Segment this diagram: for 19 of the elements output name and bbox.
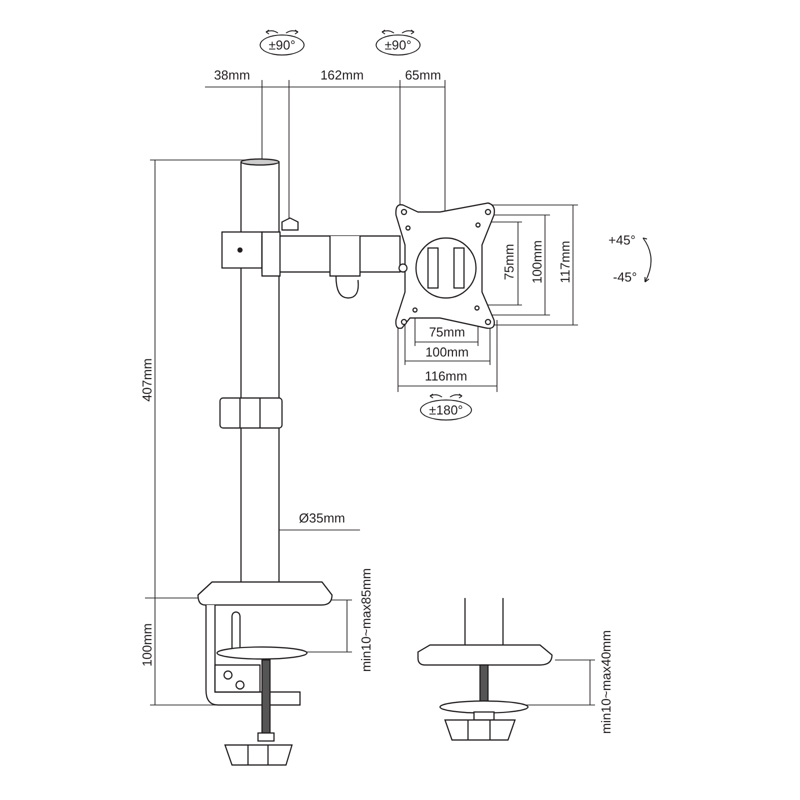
dimension-label: 407mm <box>140 357 154 403</box>
dimension-label: Ø35mm <box>298 512 346 524</box>
rotation-badge: ±180° <box>420 400 472 420</box>
dimension-label: 65mm <box>404 68 442 82</box>
dimension-label: 117mm <box>558 240 572 284</box>
dimension-label: min10~max85mm <box>360 567 372 673</box>
dimension-label: 100mm <box>424 346 470 358</box>
dimension-label: 100mm <box>530 239 544 285</box>
dimension-label: 75mm <box>502 242 516 282</box>
dimension-label: 162mm <box>319 68 365 82</box>
dimension-label: -45° <box>612 270 638 284</box>
dimension-label: 116mm <box>424 370 468 382</box>
rotation-badge: ±90° <box>260 34 304 56</box>
dimension-label: min10~max40mm <box>600 629 612 735</box>
dimension-label: 38mm <box>212 68 252 82</box>
dimension-label: +45° <box>607 234 637 246</box>
rotation-badge: ±90° <box>376 34 420 56</box>
dimension-label: 75mm <box>428 326 466 338</box>
dimension-label: 100mm <box>140 622 154 668</box>
